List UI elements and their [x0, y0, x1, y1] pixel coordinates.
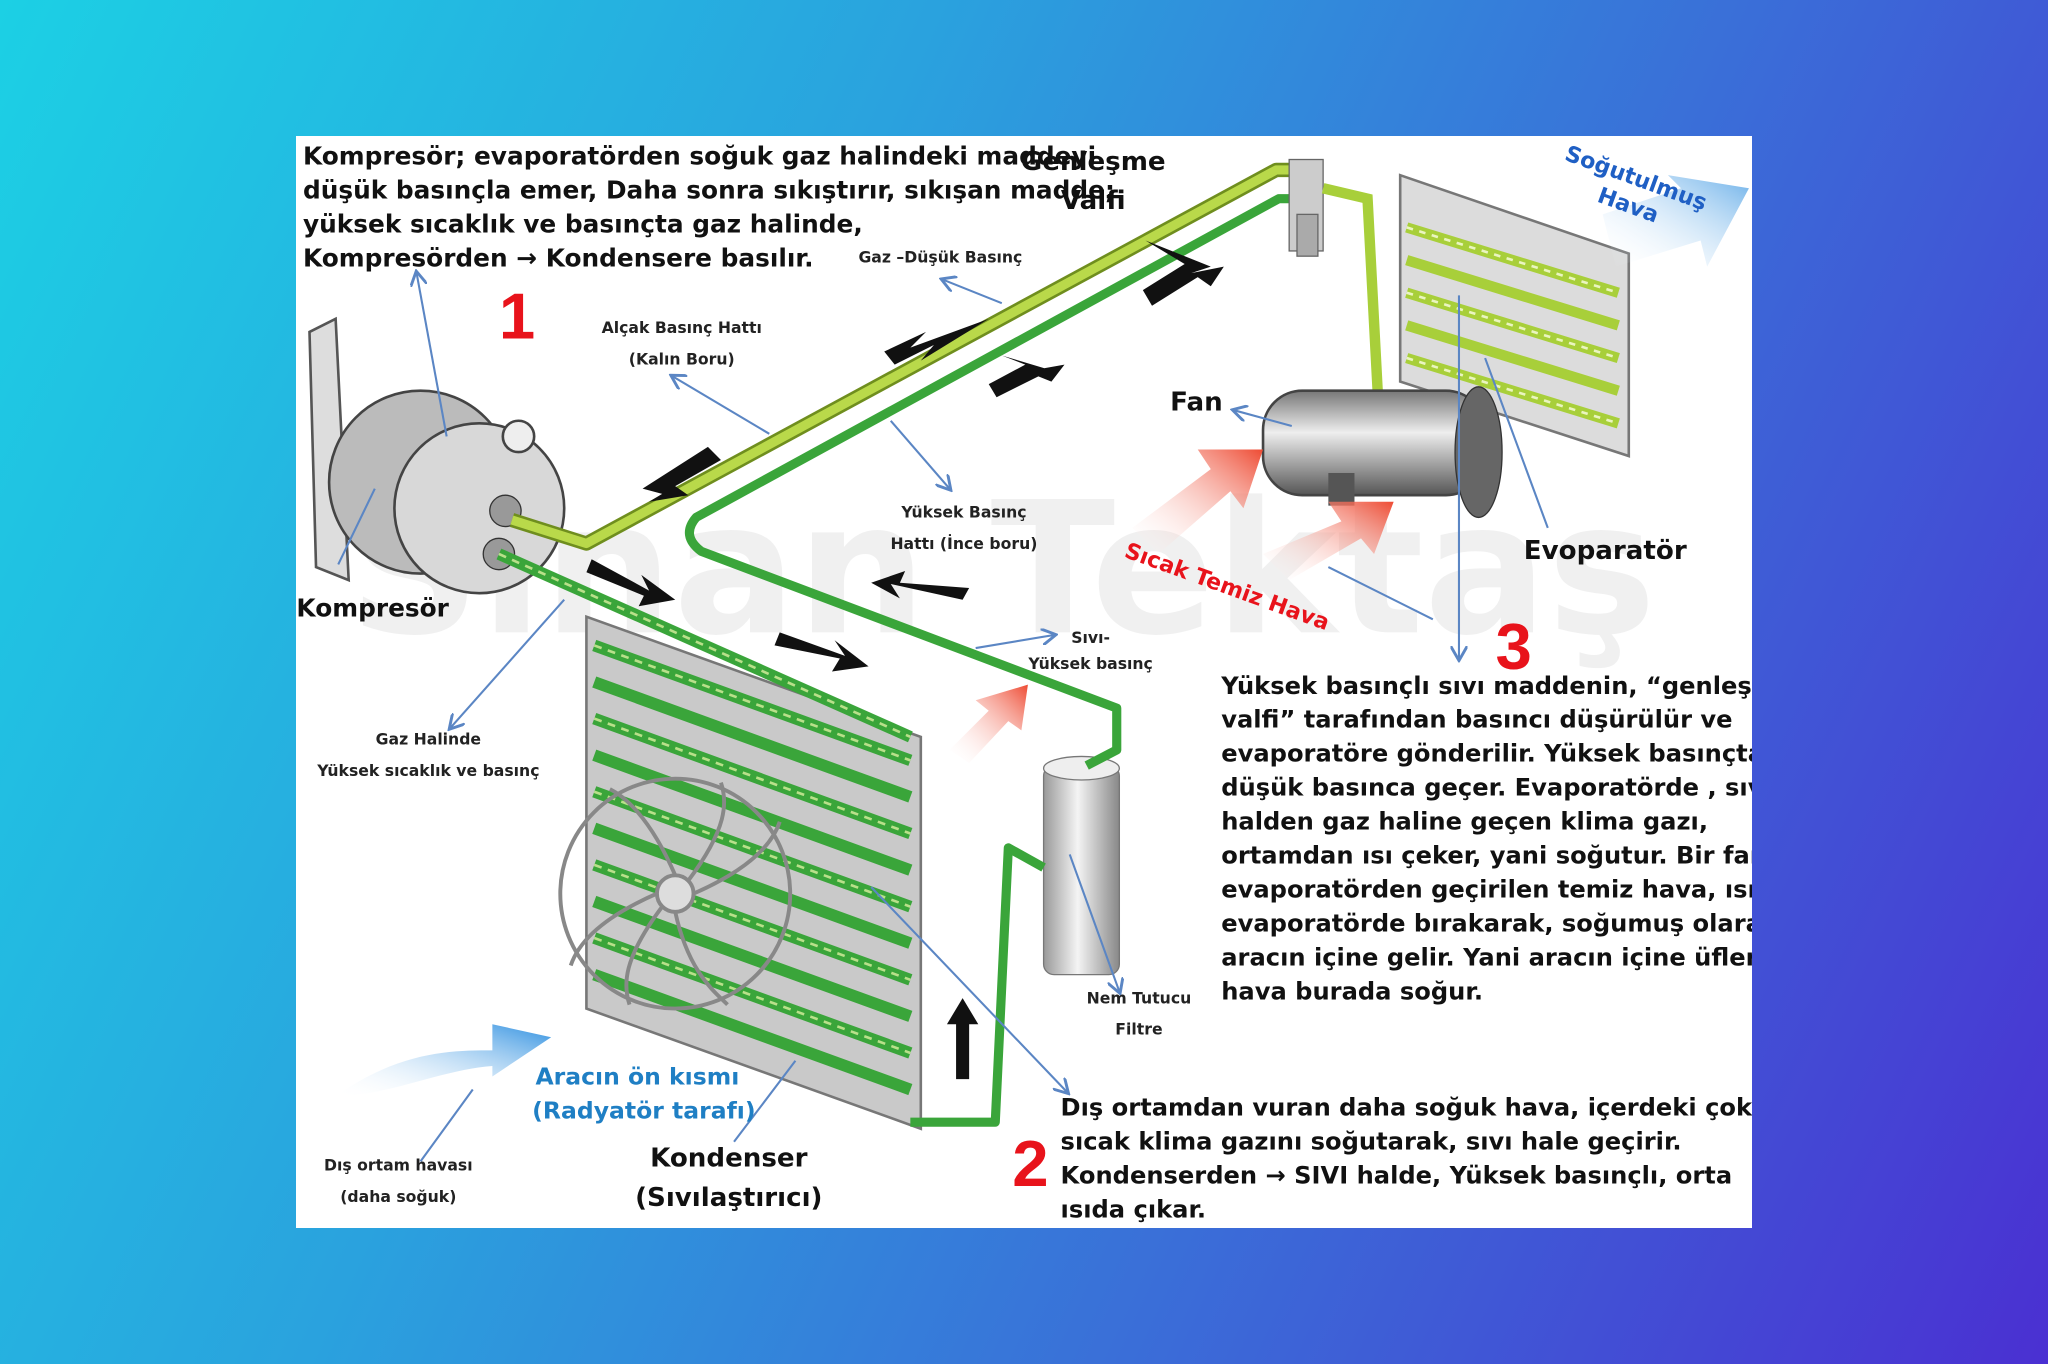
svg-text:Kompresörden → Kondensere bası: Kompresörden → Kondensere basılır. [303, 244, 814, 273]
expansion-valve [1288, 158, 1324, 257]
evaporator-label: Evoparatör [1524, 536, 1687, 566]
svg-text:Dış ortamdan vuran daha soğuk: Dış ortamdan vuran daha soğuk hava, içer… [1061, 1094, 1752, 1122]
condenser-label: Kondenser [650, 1144, 808, 1174]
low-pressure-line-label-2: (Kalın Boru) [629, 350, 735, 369]
expansion-valve-label: Genleşme [1021, 147, 1166, 177]
condenser-label-2: (Sıvılaştırıcı) [635, 1183, 822, 1213]
watermark: Sinan Tektaş [349, 463, 1657, 676]
gas-state-label: Gaz Halinde [376, 730, 481, 749]
condenser-fan [558, 776, 793, 1011]
svg-text:Yüksek basınçlı sıvı maddenin,: Yüksek basınçlı sıvı maddenin, “genleşme [1220, 672, 1752, 700]
evaporator [1321, 173, 1631, 458]
outside-air-label: Dış ortam havası [324, 1156, 473, 1175]
svg-text:ortamdan ısı çeker, yani soğut: ortamdan ısı çeker, yani soğutur. Bir fa… [1221, 842, 1752, 870]
drier-label: Nem Tutucu [1087, 988, 1192, 1007]
drier-label-2: Filtre [1115, 1020, 1162, 1039]
gas-low-pressure-label: Gaz –Düşük Basınç [858, 248, 1022, 267]
svg-text:yüksek sıcaklık ve basınçta ga: yüksek sıcaklık ve basınçta gaz halinde, [303, 210, 863, 239]
low-pressure-line-label: Alçak Basınç Hattı [602, 318, 762, 337]
svg-text:düşük basınca geçer. Evaporatö: düşük basınca geçer. Evaporatörde , sıvı [1221, 774, 1752, 802]
liquid-high-pressure-label: Sıvı- [1071, 628, 1110, 647]
step1-description: Kompresör; evaporatörden soğuk gaz halin… [303, 142, 1115, 273]
svg-text:halden gaz haline geçen klima: halden gaz haline geçen klima gazı, [1221, 808, 1708, 836]
vehicle-front-label: Aracın ön kısmı [535, 1062, 739, 1090]
svg-text:hava burada soğur.: hava burada soğur. [1221, 977, 1483, 1005]
high-pressure-line-label: Yüksek Basınç [900, 502, 1026, 521]
gas-state-label-2: Yüksek sıcaklık ve basınç [316, 761, 539, 780]
compressor [308, 316, 566, 595]
svg-text:aracın içine gelir. Yani aracı: aracın içine gelir. Yani aracın içine üf… [1221, 943, 1752, 971]
step2-description: Dış ortamdan vuran daha soğuk hava, içer… [1061, 1094, 1752, 1224]
step3-number: 3 [1496, 610, 1532, 683]
svg-text:düşük basınçla emer, Daha sonr: düşük basınçla emer, Daha sonra sıkıştır… [303, 176, 1115, 205]
step1-number: 1 [499, 279, 535, 352]
ac-system-diagram: Sinan Tektaş [296, 136, 1752, 1228]
blower-fan [1261, 386, 1503, 519]
step3-description: Yüksek basınçlı sıvı maddenin, “genleşme… [1220, 672, 1752, 1006]
high-pressure-line-label-2: Hattı (İnce boru) [890, 534, 1037, 553]
fan-label: Fan [1170, 387, 1223, 417]
svg-text:evaporatörden geçirilen temiz: evaporatörden geçirilen temiz hava, ısıs… [1221, 876, 1752, 904]
cold-air-arrows [335, 175, 1749, 1097]
vehicle-front-label-2: (Radyatör tarafı) [532, 1096, 755, 1124]
svg-text:ısıda çıkar.: ısıda çıkar. [1061, 1196, 1207, 1224]
annotation-lines [337, 273, 1549, 1162]
svg-text:Kompresör; evaporatörden soğuk: Kompresör; evaporatörden soğuk gaz halin… [303, 142, 1096, 171]
compressor-label: Kompresör [296, 594, 449, 623]
svg-text:evaporatörde bırakarak, soğumu: evaporatörde bırakarak, soğumuş olarak [1221, 909, 1752, 937]
outside-air-label-2: (daha soğuk) [340, 1187, 456, 1206]
high-pressure-pipe [684, 194, 1316, 1127]
condenser [558, 614, 923, 1131]
drier-filter [1042, 755, 1121, 976]
svg-text:Kondenserden → SIVI halde, Yü: Kondenserden → SIVI halde, Yüksek basınç… [1061, 1162, 1733, 1190]
expansion-valve-label-2: Valfi [1061, 186, 1126, 216]
step2-number: 2 [1012, 1127, 1048, 1200]
liquid-high-pressure-label-2: Yüksek basınç [1027, 654, 1152, 673]
flow-arrows [586, 240, 1224, 1080]
svg-text:sıcak klima gazını soğutarak,: sıcak klima gazını soğutarak, sıvı hale … [1061, 1128, 1682, 1156]
svg-text:evaporatöre gönderilir. Yüksek: evaporatöre gönderilir. Yüksek basınçtan [1221, 740, 1752, 768]
hot-air-arrows [949, 449, 1394, 763]
svg-text:valfi” tarafından basıncı düş: valfi” tarafından basıncı düşürülür ve [1221, 706, 1732, 734]
